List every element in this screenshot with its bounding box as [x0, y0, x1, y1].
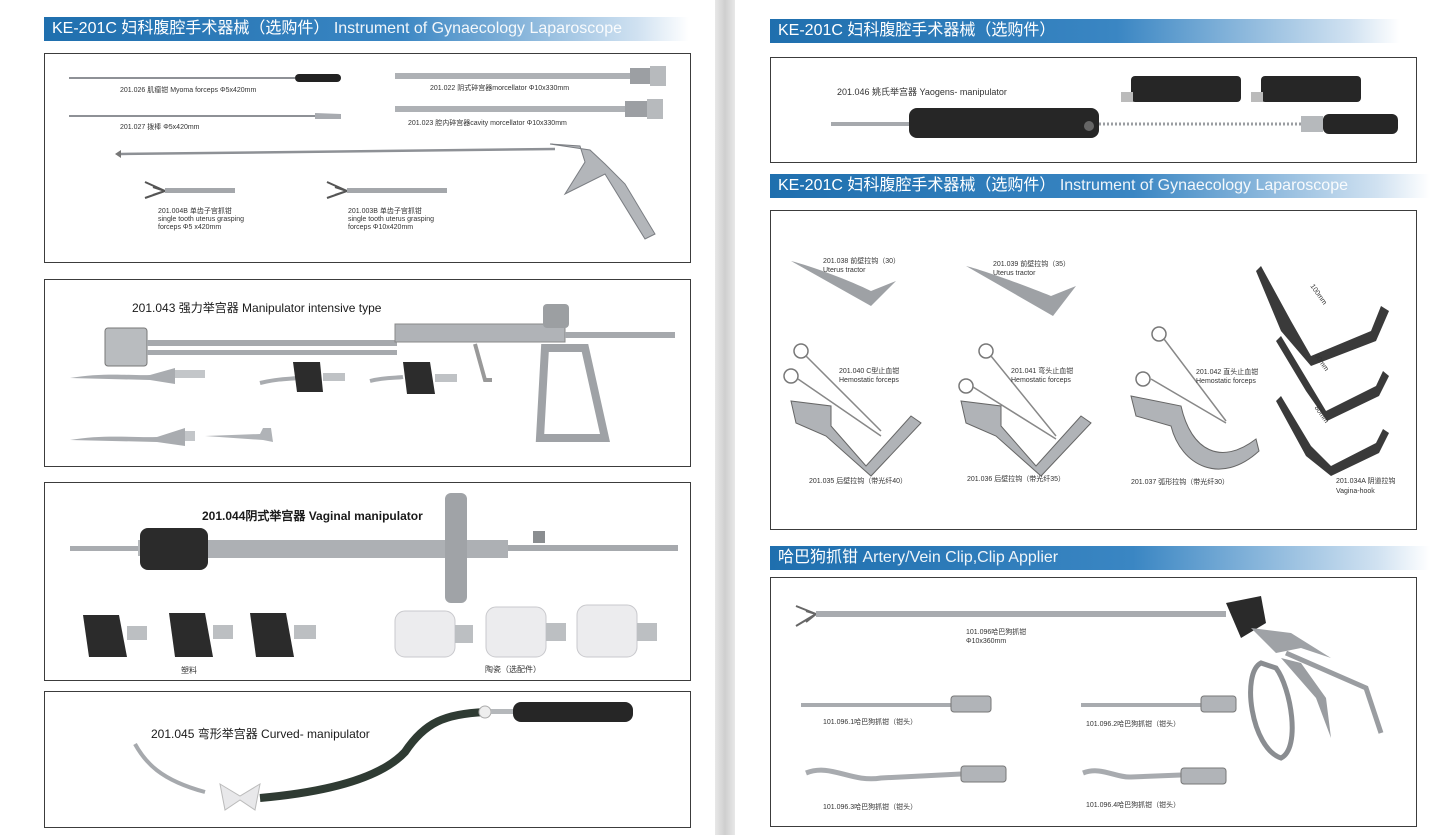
forceps-042-caption: 201.042 直头止血钳: [1196, 369, 1259, 376]
stick-caption: 201.027 拨棒 Φ5x420mm: [120, 124, 200, 131]
grasp-forceps-10mm-caption: 201.003B 单齿子宫抓钳 single tooth uterus gras…: [348, 208, 434, 232]
left-header-code: KE-201C 妇科腹腔手术器械（选购件）: [52, 20, 330, 37]
ceramic-caps-caption: 陶瓷（选配件）: [485, 665, 541, 674]
tractors-forceps-panel: 201.038 前壁拉钩（30） Uterus tractor 201.039 …: [770, 210, 1417, 530]
curved-manipulator-illustration: [133, 702, 633, 811]
tractor-039-caption: 201.039 前壁拉钩（35）: [993, 261, 1071, 268]
left-header-english: Instrument of Gynaecology Laparoscope: [333, 20, 622, 37]
clip-applier-caption: 101.096哈巴狗抓钳: [966, 629, 1027, 636]
yaogens-manipulator-title: 201.046 姚氏举宫器 Yaogens- manipulator: [837, 87, 1007, 97]
retractor-036-caption: 201.036 后壁拉钩（带光纤35）: [967, 476, 1066, 483]
cavity-morcellator-caption: 201.023 腔内碎宫器cavity morcellator Φ10x330m…: [408, 120, 567, 127]
vaginal-manipulator-panel: 201.044阴式举宫器 Vaginal manipulator 塑料 陶瓷（选…: [44, 482, 691, 681]
left-section-header: KE-201C 妇科腹腔手术器械（选购件） Instrument of Gyna…: [44, 17, 689, 41]
clip-head-2-caption: 101.096.2哈巴狗抓钳（钳头）: [1086, 721, 1181, 728]
grasp1-line1: 201.004B 单齿子宫抓钳: [158, 208, 232, 215]
left-page: KE-201C 妇科腹腔手术器械（选购件） Instrument of Gyna…: [0, 0, 715, 835]
forceps-041-english: Hemostatic forceps: [1011, 377, 1071, 384]
forceps-040-english: Hemostatic forceps: [839, 377, 899, 384]
retractor-037-caption: 201.037 弧形拉钩（带光纤30）: [1131, 479, 1230, 486]
grasp2-line1: 201.003B 单齿子宫抓钳: [348, 208, 422, 215]
clip-head-4-caption: 101.096.4哈巴狗抓钳（钳头）: [1086, 802, 1181, 809]
right-page: KE-201C 妇科腹腔手术器械（选购件） 201.046 姚氏举宫器 Yaog…: [735, 0, 1453, 835]
forceps-041-caption: 201.041 弯头止血钳: [1011, 368, 1074, 375]
manipulator-intensive-illustration: [70, 304, 675, 446]
grasp-forceps-5mm-caption: 201.004B 单齿子宫抓钳 single tooth uterus gras…: [158, 208, 244, 232]
clip-applier-panel: 101.096哈巴狗抓钳 Φ10x360mm 101.096.1哈巴狗抓钳（钳头…: [770, 577, 1417, 827]
vaginal-manipulator-title: 201.044阴式举宫器 Vaginal manipulator: [202, 509, 423, 523]
right-section-header-3: 哈巴狗抓钳 Artery/Vein Clip,Clip Applier: [770, 546, 1430, 570]
manipulator-intensive-title: 201.043 强力举宫器 Manipulator intensive type: [132, 301, 382, 315]
grasp2-line3: forceps Φ10x420mm: [348, 224, 414, 231]
forceps-042-english: Hemostatic forceps: [1196, 378, 1256, 385]
right-header3-english: Artery/Vein Clip,Clip Applier: [862, 549, 1059, 566]
tractor-039-english: Uterus tractor: [993, 270, 1036, 277]
clip-applier-size: Φ10x360mm: [966, 638, 1007, 645]
laparoscope-instruments-illustration: [69, 66, 666, 240]
yaogens-manipulator-illustration: [831, 76, 1398, 138]
tractor-038-caption: 201.038 前壁拉钩（30）: [823, 258, 901, 265]
curved-manipulator-title: 201.045 弯形举宫器 Curved- manipulator: [151, 727, 370, 741]
vagina-hook-english: Vagina-hook: [1336, 488, 1375, 495]
right-section-header-2: KE-201C 妇科腹腔手术器械（选购件） Instrument of Gyna…: [770, 174, 1430, 198]
right-header2-code: KE-201C 妇科腹腔手术器械（选购件）: [778, 177, 1056, 194]
book-gutter: [715, 0, 735, 835]
tractors-forceps-illustration: [783, 261, 1389, 477]
right-header1-code: KE-201C 妇科腹腔手术器械（选购件）: [778, 22, 1056, 39]
morcellator-caption: 201.022 阴式碎宫器morcellator Φ10x330mm: [430, 85, 570, 92]
clip-head-1-caption: 101.096.1哈巴狗抓钳（钳头）: [823, 719, 918, 726]
grasp1-line3: forceps Φ5 x420mm: [158, 224, 222, 231]
myoma-forceps-caption: 201.026 肌瘤钳 Myoma forceps Φ5x420mm: [120, 87, 257, 94]
plastic-caps-caption: 塑料: [181, 666, 197, 675]
vagina-hook-caption: 201.034A 阴道拉钩: [1336, 478, 1396, 485]
right-section-header-1: KE-201C 妇科腹腔手术器械（选购件）: [770, 19, 1400, 43]
clip-applier-illustration: [795, 596, 1384, 785]
vaginal-manipulator-illustration: [70, 493, 678, 658]
retractor-035-caption: 201.035 后壁拉钩（带光纤40）: [809, 478, 908, 485]
curved-manipulator-panel: 201.045 弯形举宫器 Curved- manipulator: [44, 691, 691, 828]
manipulator-intensive-panel: 201.043 强力举宫器 Manipulator intensive type: [44, 279, 691, 467]
clip-head-3-caption: 101.096.3哈巴狗抓钳（钳头）: [823, 804, 918, 811]
tractor-038-english: Uterus tractor: [823, 267, 866, 274]
right-header3-code: 哈巴狗抓钳: [778, 549, 859, 566]
grasp2-line2: single tooth uterus grasping: [348, 216, 434, 223]
laparoscope-instruments-panel: 201.026 肌瘤钳 Myoma forceps Φ5x420mm 201.0…: [44, 53, 691, 263]
grasp1-line2: single tooth uterus grasping: [158, 216, 244, 223]
yaogens-manipulator-panel: 201.046 姚氏举宫器 Yaogens- manipulator: [770, 57, 1417, 163]
right-header2-english: Instrument of Gynaecology Laparoscope: [1059, 177, 1348, 194]
forceps-040-caption: 201.040 C型止血钳: [839, 368, 900, 375]
